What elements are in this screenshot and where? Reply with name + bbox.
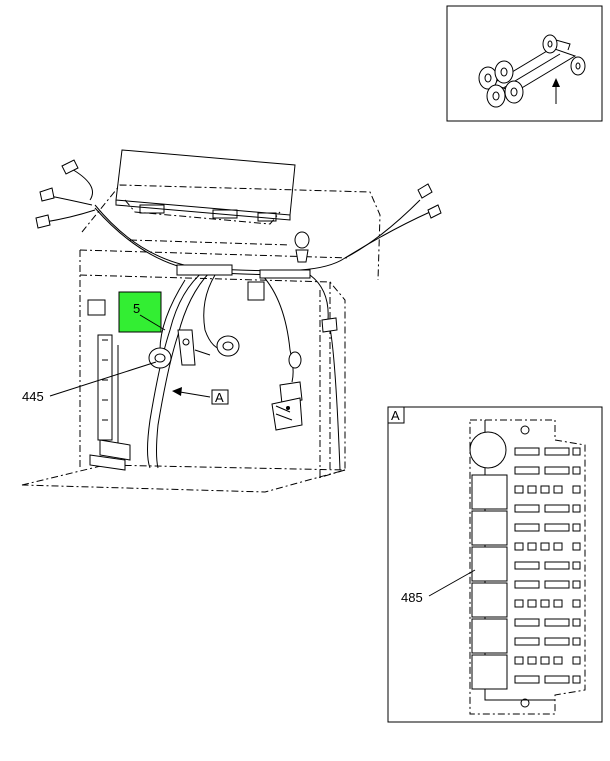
fuse-slot — [540, 656, 550, 665]
fuse-terminal — [572, 656, 581, 665]
fuse-terminal — [572, 599, 581, 608]
fuse-slot — [553, 542, 563, 551]
fuse-slot — [544, 466, 570, 475]
fuse-slots — [514, 447, 581, 684]
pigtail-connector — [271, 317, 338, 431]
fuse-terminal — [572, 504, 581, 513]
relay-round — [469, 431, 507, 469]
detail-a-title: A — [391, 408, 400, 423]
control-module — [115, 149, 296, 225]
callout-485-label: 485 — [401, 590, 423, 605]
fuse-slot — [514, 485, 524, 494]
fuse-block — [469, 419, 586, 715]
fuse-slot — [544, 504, 570, 513]
location-arrow-icon — [552, 78, 560, 104]
fuse-slot — [514, 656, 524, 665]
callout-485-leader — [428, 569, 476, 597]
fuse-terminal — [572, 580, 581, 589]
view-a-marker-label: A — [215, 390, 224, 405]
fuse-terminal — [572, 466, 581, 475]
fuse-slot — [544, 447, 570, 456]
fuse-slot — [540, 599, 550, 608]
fuse-slot — [544, 637, 570, 646]
fuse-terminal — [572, 447, 581, 456]
detail-a-title-box — [387, 406, 405, 424]
fuse-slot — [527, 485, 537, 494]
detail-a-frame — [387, 406, 603, 723]
fuse-slot — [514, 618, 540, 627]
fuse-terminal — [572, 675, 581, 684]
fuse-slot — [514, 542, 524, 551]
fuse-slot — [544, 561, 570, 570]
callout-445-leader — [49, 361, 157, 397]
terminal-connectors — [35, 159, 442, 229]
locator-frame — [446, 5, 603, 122]
chassis-icon — [478, 34, 586, 108]
fuse-slot — [514, 580, 540, 589]
fuse-slot — [514, 675, 540, 684]
fuse-slot — [514, 637, 540, 646]
fuse-terminal — [572, 637, 581, 646]
fuse-slot — [514, 466, 540, 475]
fuse-slot — [540, 542, 550, 551]
highlighted-component — [118, 291, 162, 333]
mounting-bracket — [177, 329, 211, 366]
fuse-slot — [514, 523, 540, 532]
cabinet-assembly: 5 445 A — [21, 149, 442, 493]
fuse-slot — [553, 485, 563, 494]
callout-5-leader — [139, 314, 166, 331]
fuse-terminal — [572, 523, 581, 532]
fuse-slot — [527, 599, 537, 608]
view-a-marker-box — [211, 389, 229, 405]
fuse-slot — [544, 675, 570, 684]
fuse-slot — [514, 561, 540, 570]
fuse-slot — [544, 580, 570, 589]
fuse-slot — [544, 523, 570, 532]
callout-5-label: 5 — [133, 301, 140, 316]
callout-445-label: 445 — [22, 389, 44, 404]
fuse-terminal — [572, 561, 581, 570]
fuse-slot — [544, 618, 570, 627]
wiring-harness — [44, 167, 431, 471]
left-frame-rail — [87, 299, 131, 471]
fuse-slot — [514, 447, 540, 456]
detail-a-view: A 485 — [387, 406, 603, 723]
fuse-slot — [540, 485, 550, 494]
fuse-slot — [553, 599, 563, 608]
fuse-slot — [514, 599, 524, 608]
fuse-slot — [514, 504, 540, 513]
view-a-pointer: A — [172, 387, 229, 405]
fuse-terminal — [572, 485, 581, 494]
relay-stack — [471, 474, 508, 690]
fuse-slot — [527, 542, 537, 551]
locator-inset — [446, 5, 603, 122]
fuse-slot — [553, 656, 563, 665]
fuse-terminal — [572, 542, 581, 551]
fuse-slot — [527, 656, 537, 665]
fuse-terminal — [572, 618, 581, 627]
